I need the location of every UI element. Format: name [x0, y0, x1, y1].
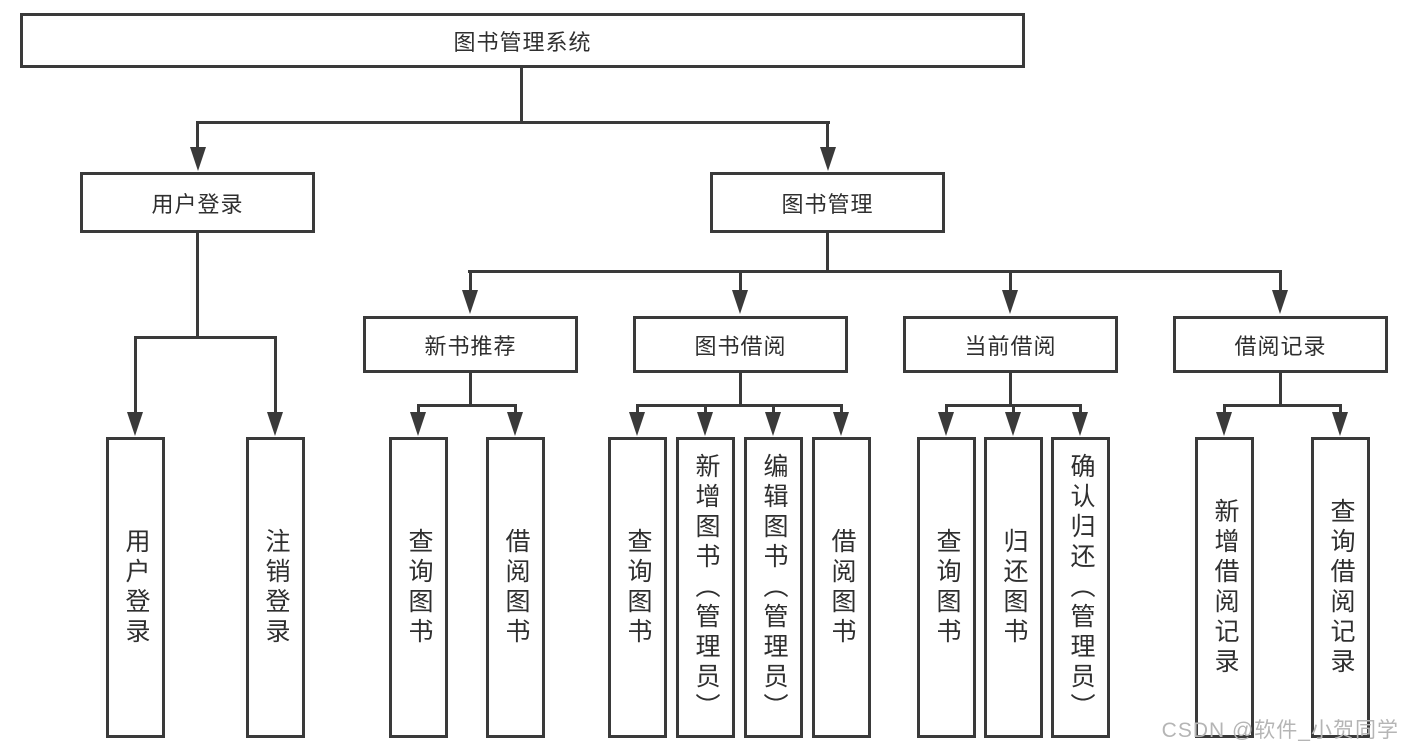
node-label: 归还图书 — [1000, 527, 1028, 648]
connector-line — [417, 404, 517, 407]
connector-line — [468, 270, 1282, 273]
leaf-user-login: 用户登录 — [106, 437, 165, 738]
connector-line — [704, 404, 707, 414]
node-user-login: 用户登录 — [80, 172, 315, 233]
node-label: 查询图书 — [405, 527, 433, 648]
connector-line — [636, 404, 843, 407]
arrow-down-icon — [127, 412, 143, 436]
connector-line — [134, 336, 137, 414]
connector-line — [1339, 404, 1342, 414]
connector-line — [417, 404, 420, 414]
arrow-down-icon — [1332, 412, 1348, 436]
connector-line — [520, 68, 523, 124]
connector-line — [739, 270, 742, 292]
leaf-query-books-borrowing: 查询图书 — [608, 437, 667, 738]
connector-line — [274, 336, 277, 414]
connector-line — [1012, 404, 1015, 414]
connector-line — [469, 270, 472, 292]
node-label: 新增图书（管理员） — [692, 452, 720, 723]
arrow-down-icon — [1005, 412, 1021, 436]
connector-line — [1009, 372, 1012, 406]
arrow-down-icon — [765, 412, 781, 436]
leaf-edit-books-admin: 编辑图书（管理员） — [744, 437, 803, 738]
node-label: 图书管理系统 — [453, 29, 592, 55]
node-label: 用户登录 — [151, 191, 244, 217]
node-label: 借阅图书 — [502, 527, 530, 648]
leaf-confirm-return-admin: 确认归还（管理员） — [1051, 437, 1110, 738]
node-label: 查询借阅记录 — [1327, 497, 1355, 678]
node-current-borrowing: 当前借阅 — [903, 316, 1118, 373]
node-label: 借阅记录 — [1234, 333, 1327, 359]
node-label: 注销登录 — [262, 527, 290, 648]
connector-line — [636, 404, 639, 414]
connector-line — [134, 336, 277, 339]
leaf-add-borrow-record: 新增借阅记录 — [1195, 437, 1254, 738]
node-label: 确认归还（管理员） — [1067, 452, 1095, 723]
arrow-down-icon — [1272, 290, 1288, 314]
connector-line — [196, 121, 830, 124]
connector-line — [514, 404, 517, 414]
node-label: 新增借阅记录 — [1211, 497, 1239, 678]
arrow-down-icon — [629, 412, 645, 436]
arrow-down-icon — [833, 412, 849, 436]
connector-line — [1279, 270, 1282, 292]
leaf-borrow-books-borrowing: 借阅图书 — [812, 437, 871, 738]
connector-line — [840, 404, 843, 414]
node-borrowing-records: 借阅记录 — [1173, 316, 1388, 373]
connector-line — [1009, 270, 1012, 292]
connector-line — [1079, 404, 1082, 414]
connector-line — [1223, 404, 1342, 407]
leaf-query-borrow-record: 查询借阅记录 — [1311, 437, 1370, 738]
leaf-return-books: 归还图书 — [984, 437, 1043, 738]
arrow-down-icon — [697, 412, 713, 436]
connector-line — [196, 121, 199, 149]
arrow-down-icon — [190, 147, 206, 171]
connector-line — [826, 232, 829, 273]
csdn-watermark: CSDN @软件_小贺同学 — [1161, 719, 1399, 742]
node-label: 新书推荐 — [424, 333, 517, 359]
node-label: 用户登录 — [122, 527, 150, 648]
leaf-query-books-recommend: 查询图书 — [389, 437, 448, 738]
node-label: 查询图书 — [624, 527, 652, 648]
arrow-down-icon — [1072, 412, 1088, 436]
arrow-down-icon — [507, 412, 523, 436]
node-label: 编辑图书（管理员） — [760, 452, 788, 723]
leaf-add-books-admin: 新增图书（管理员） — [676, 437, 735, 738]
arrow-down-icon — [462, 290, 478, 314]
node-label: 图书借阅 — [694, 333, 787, 359]
connector-line — [945, 404, 948, 414]
connector-line — [772, 404, 775, 414]
node-label: 借阅图书 — [828, 527, 856, 648]
connector-line — [1223, 404, 1226, 414]
node-label: 当前借阅 — [964, 333, 1057, 359]
node-label: 图书管理 — [781, 191, 874, 217]
arrow-down-icon — [267, 412, 283, 436]
node-new-book-recommendation: 新书推荐 — [363, 316, 578, 373]
connector-line — [469, 372, 472, 406]
arrow-down-icon — [1002, 290, 1018, 314]
connector-line — [196, 232, 199, 339]
node-library-management-system: 图书管理系统 — [20, 13, 1025, 68]
arrow-down-icon — [1216, 412, 1232, 436]
connector-line — [1279, 372, 1282, 406]
node-book-management: 图书管理 — [710, 172, 945, 233]
leaf-borrow-books-recommend: 借阅图书 — [486, 437, 545, 738]
arrow-down-icon — [938, 412, 954, 436]
arrow-down-icon — [820, 147, 836, 171]
node-label: 查询图书 — [933, 527, 961, 648]
connector-line — [739, 372, 742, 406]
node-book-borrowing: 图书借阅 — [633, 316, 848, 373]
leaf-query-books-current: 查询图书 — [917, 437, 976, 738]
arrow-down-icon — [732, 290, 748, 314]
connector-line — [826, 121, 829, 149]
arrow-down-icon — [410, 412, 426, 436]
leaf-logout: 注销登录 — [246, 437, 305, 738]
